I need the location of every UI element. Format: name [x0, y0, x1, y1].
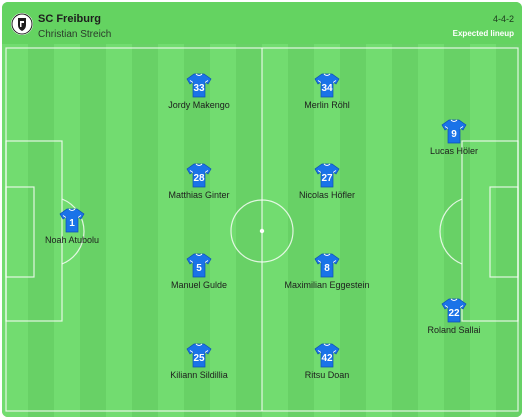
- jersey-icon: 28: [186, 163, 212, 188]
- pitch-stripe: [158, 44, 185, 417]
- pitch-stripe: [210, 44, 237, 417]
- expected-lineup-label: Expected lineup: [452, 29, 514, 38]
- pitch-stripe: [28, 44, 55, 417]
- pitch-stripe: [470, 44, 497, 417]
- jersey-number: 5: [196, 263, 202, 274]
- pitch-stripe: [340, 44, 367, 417]
- pitch-stripe: [366, 44, 393, 417]
- pitch-markings: [2, 44, 522, 417]
- player-name: Roland Sallai: [427, 325, 481, 335]
- pitch-stripe: [132, 44, 159, 417]
- jersey-icon: 33: [186, 73, 212, 98]
- player-name: Kiliann Sildillia: [170, 370, 228, 380]
- player-name: Jordy Makengo: [168, 100, 230, 110]
- player-marker[interactable]: 34 Merlin Röhl: [262, 72, 392, 110]
- jersey-number: 34: [321, 83, 333, 94]
- player-marker[interactable]: 28 Matthias Ginter: [134, 162, 264, 200]
- player-marker[interactable]: 27 Nicolas Höfler: [262, 162, 392, 200]
- pitch-stripe: [392, 44, 419, 417]
- player-name: Lucas Höler: [429, 146, 479, 156]
- jersey-number: 42: [321, 353, 333, 364]
- player-marker[interactable]: 9 Lucas Höler: [389, 118, 519, 156]
- team-header: SC Freiburg Christian Streich 4-4-2 Expe…: [2, 2, 522, 44]
- player-name: Manuel Gulde: [170, 280, 228, 290]
- jersey-icon: 27: [314, 163, 340, 188]
- club-crest-icon: [11, 13, 33, 35]
- player-marker[interactable]: 22 Roland Sallai: [389, 297, 519, 335]
- jersey-icon: 22: [441, 298, 467, 323]
- formation-label: 4-4-2: [492, 14, 514, 24]
- team-name[interactable]: SC Freiburg: [38, 13, 101, 25]
- player-name: Merlin Röhl: [304, 100, 350, 110]
- jersey-icon: 25: [186, 343, 212, 368]
- pitch-stripe: [236, 44, 263, 417]
- pitch-stripe: [262, 44, 289, 417]
- player-marker[interactable]: 25 Kiliann Sildillia: [134, 342, 264, 380]
- player-name: Noah Atubolu: [44, 235, 100, 245]
- jersey-icon: 1: [59, 208, 85, 233]
- player-marker[interactable]: 8 Maximilian Eggestein: [262, 252, 392, 290]
- pitch-stripe: [444, 44, 471, 417]
- coach-name: Christian Streich: [38, 29, 112, 40]
- jersey-icon: 34: [314, 73, 340, 98]
- player-marker[interactable]: 1 Noah Atubolu: [7, 207, 137, 245]
- player-name: Matthias Ginter: [168, 190, 230, 200]
- jersey-number: 27: [321, 173, 333, 184]
- player-name: Ritsu Doan: [304, 370, 350, 380]
- jersey-number: 33: [193, 83, 205, 94]
- jersey-number: 1: [69, 218, 75, 229]
- jersey-icon: 42: [314, 343, 340, 368]
- player-marker[interactable]: 5 Manuel Gulde: [134, 252, 264, 290]
- jersey-icon: 9: [441, 119, 467, 144]
- jersey-icon: 8: [314, 253, 340, 278]
- player-name: Nicolas Höfler: [298, 190, 356, 200]
- player-marker[interactable]: 33 Jordy Makengo: [134, 72, 264, 110]
- jersey-number: 25: [193, 353, 205, 364]
- pitch-stripe: [106, 44, 133, 417]
- jersey-number: 9: [451, 129, 457, 140]
- pitch: 33 Jordy Makengo 34 Merlin Röhl 9 Luc: [2, 44, 522, 417]
- jersey-icon: 5: [186, 253, 212, 278]
- jersey-number: 22: [448, 308, 460, 319]
- player-marker[interactable]: 42 Ritsu Doan: [262, 342, 392, 380]
- jersey-number: 8: [324, 263, 330, 274]
- player-name: Maximilian Eggestein: [284, 280, 370, 290]
- jersey-number: 28: [193, 173, 205, 184]
